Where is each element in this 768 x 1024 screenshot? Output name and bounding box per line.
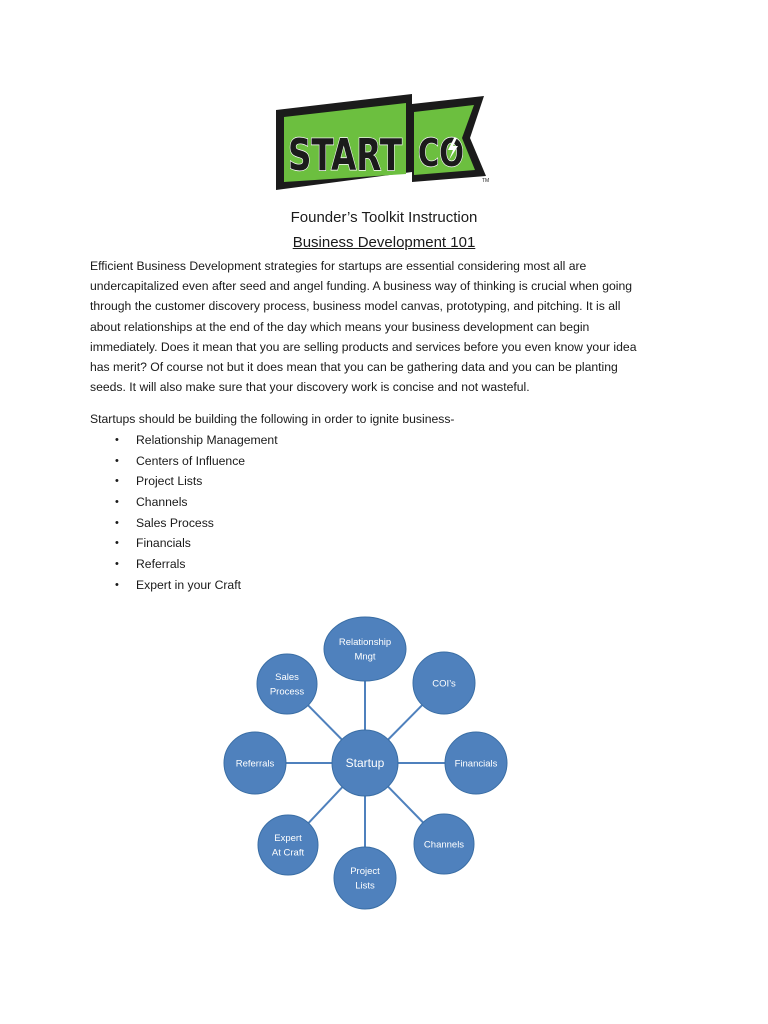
list-item-text: Centers of Influence	[136, 453, 246, 468]
paragraph-line: Efficient Business Development strategie…	[90, 259, 587, 273]
node-circle	[413, 813, 475, 875]
paragraph-line: immediately. Does it mean that you are s…	[90, 339, 637, 354]
referrals-node: Referrals	[223, 731, 287, 795]
logo-trademark: TM	[482, 178, 489, 184]
node-label: COI’s	[432, 678, 456, 689]
list-item-text: Sales Process	[136, 515, 214, 530]
node-circle	[223, 731, 287, 795]
node-circle	[323, 616, 407, 682]
connector-line	[387, 785, 424, 824]
paragraph-line: about relationships at the end of the da…	[90, 319, 590, 334]
startup-node: Startup	[331, 729, 399, 797]
bullet-icon: •	[115, 558, 119, 571]
list-item: • Relationship Management	[90, 430, 278, 451]
list-item: • Referrals	[90, 554, 278, 575]
lightning-bolt-icon	[448, 138, 458, 160]
node-label: Startup	[346, 756, 385, 770]
bullet-icon: •	[115, 516, 119, 529]
paragraph-line: through the customer discovery process, …	[90, 299, 621, 314]
list-item: • Sales Process	[90, 513, 278, 534]
connector-line	[387, 704, 423, 741]
node-circle	[444, 731, 508, 795]
list-item-text: Channels	[136, 495, 188, 510]
paragraph-line: seeds. It will also make sure that your …	[90, 380, 530, 395]
document-title: Founder’s Toolkit Instruction	[290, 209, 478, 226]
bullet-icon: •	[115, 475, 119, 488]
node-label: Referrals	[236, 758, 275, 769]
list-item-text: Expert in your Craft	[136, 577, 241, 592]
list-item-text: Financials	[136, 536, 191, 551]
node-label: Sales	[275, 672, 299, 683]
paragraph-line: undercapitalized even after seed and ang…	[90, 279, 633, 294]
bullet-icon: •	[115, 537, 119, 550]
node-circle	[331, 729, 399, 797]
connector-line	[307, 704, 343, 741]
list-item-text: Referrals	[136, 557, 186, 572]
list-item-text: Relationship Management	[136, 433, 278, 447]
list-item: • Project Lists	[90, 471, 278, 492]
hub-diagram: Startup RelationshipMngtCOI’sFinancialsCh…	[223, 616, 508, 910]
node-label: Financials	[455, 758, 498, 769]
bullet-icon: •	[115, 454, 119, 467]
paragraph-line: has merit? Of course not but it does mea…	[90, 360, 618, 375]
list-item-text: Project Lists	[136, 474, 203, 489]
bullet-list: • Relationship Management • Centers of Inf…	[90, 430, 278, 596]
node-label: Relationship	[339, 637, 391, 648]
startco-logo: START CO TM	[276, 94, 489, 190]
connector-line	[307, 786, 344, 824]
document-subtitle: Business Development 101	[292, 234, 476, 251]
node-circle	[257, 814, 319, 876]
logo-text-co: CO	[418, 131, 464, 175]
bullet-icon: •	[115, 496, 119, 509]
node-label: At Craft	[272, 848, 305, 859]
node-label: Project	[350, 866, 380, 877]
bullet-icon: •	[115, 434, 119, 446]
bullet-icon: •	[115, 578, 119, 591]
logo-banner-left	[284, 103, 406, 182]
cois-node: COI’s	[412, 651, 476, 715]
node-label: Process	[270, 687, 305, 698]
node-circle	[256, 653, 318, 715]
node-circle	[412, 651, 476, 715]
logo-banner-right	[414, 105, 475, 175]
node-label: Expert	[274, 833, 302, 844]
list-item: • Expert in your Craft	[90, 575, 278, 596]
list-item: • Financials	[90, 533, 278, 554]
channels-node: Channels	[413, 813, 475, 875]
node-circle	[333, 846, 397, 910]
financials-node: Financials	[444, 731, 508, 795]
node-label: Channels	[424, 839, 464, 850]
node-label: Lists	[355, 881, 375, 892]
node-label: Mngt	[354, 652, 375, 663]
list-item: • Channels	[90, 492, 278, 513]
intro-paragraph: Efficient Business Development strategie…	[90, 256, 680, 397]
list-item: • Centers of Influence	[90, 451, 278, 472]
expert-at-craft-node: Expert At Craft	[257, 814, 319, 876]
list-intro: Startups should be building the followin…	[90, 412, 455, 426]
logo-text-start: START	[288, 130, 402, 181]
